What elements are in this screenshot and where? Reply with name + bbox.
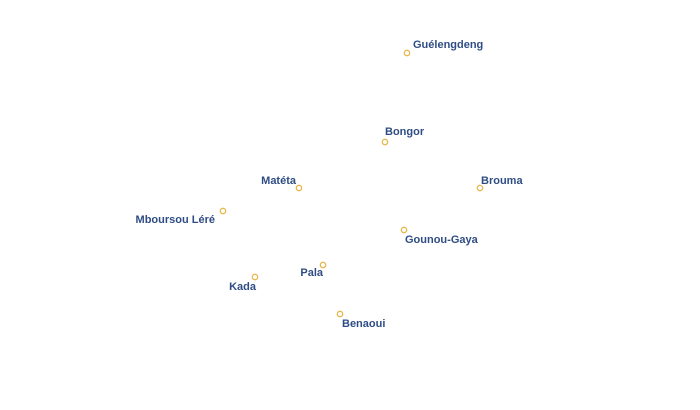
town-dot-icon[interactable] [403,49,411,57]
town-dot-icon[interactable] [295,184,303,192]
place-marker-bongor[interactable]: Bongor [381,125,427,146]
place-label-brouma[interactable]: Brouma [480,174,525,189]
place-marker-mboursou-lere[interactable]: Mboursou Léré [134,207,227,228]
place-label-bongor[interactable]: Bongor [384,125,427,140]
place-label-mboursou-lere[interactable]: Mboursou Léré [134,213,216,228]
town-dot-icon[interactable] [219,207,227,215]
town-dot-icon[interactable] [476,184,484,192]
place-marker-benaoui[interactable]: Benaoui [336,310,387,332]
town-dot-icon[interactable] [381,138,389,146]
place-label-gounou-gaya[interactable]: Gounou-Gaya [404,233,481,248]
place-label-guelengdeng[interactable]: Guélengdeng [412,38,485,53]
place-marker-guelengdeng[interactable]: Guélengdeng [403,38,485,57]
place-label-kada[interactable]: Kada [228,280,259,295]
place-marker-mateta[interactable]: Matéta [260,174,303,192]
town-dot-icon[interactable] [251,273,259,281]
place-label-pala[interactable]: Pala [299,266,326,281]
town-dot-icon[interactable] [400,226,408,234]
town-dot-icon[interactable] [336,310,344,318]
town-dot-icon[interactable] [319,261,327,269]
place-label-mateta[interactable]: Matéta [260,174,299,189]
place-marker-kada[interactable]: Kada [228,273,259,295]
place-marker-brouma[interactable]: Brouma [476,174,525,192]
place-marker-pala[interactable]: Pala [299,261,327,281]
place-label-benaoui[interactable]: Benaoui [341,317,387,332]
place-marker-gounou-gaya[interactable]: Gounou-Gaya [400,226,481,248]
